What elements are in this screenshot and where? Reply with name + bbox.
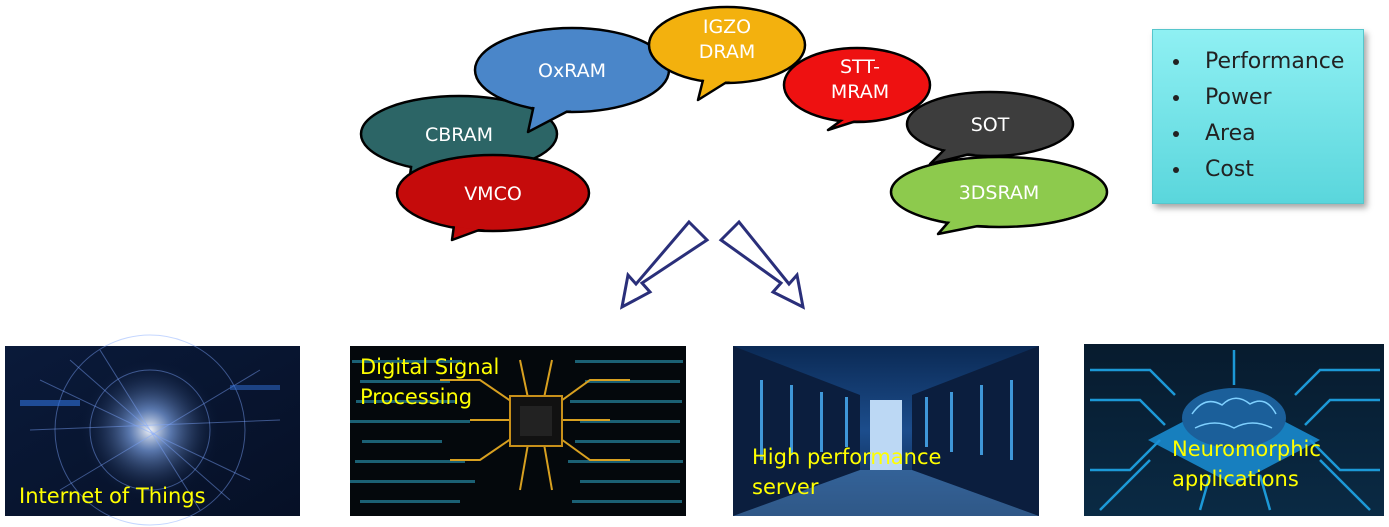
bubble-3dsram: 3DSRAM — [889, 155, 1109, 236]
criteria-label: Cost — [1205, 157, 1254, 182]
bubble-label-sttmram: STT- MRAM — [831, 56, 889, 103]
app-label-neuro: Neuromorphic applications — [1172, 437, 1321, 491]
text-line: server — [752, 475, 819, 499]
text-line: Internet of Things — [19, 484, 206, 508]
bubble-label-sot: SOT — [971, 114, 1010, 136]
text-line: Neuromorphic — [1172, 437, 1321, 461]
arrow-left — [619, 219, 710, 310]
criteria-item: Area — [1173, 116, 1363, 152]
criteria-label: Area — [1205, 121, 1256, 146]
bubble-label-oxram: OxRAM — [538, 60, 606, 82]
dsp-image — [350, 346, 686, 516]
text-line: High performance — [752, 445, 941, 469]
bullet-icon — [1173, 167, 1179, 173]
bubble-vmco: VMCO — [395, 153, 591, 242]
bubble-label-3dsram: 3DSRAM — [959, 182, 1040, 204]
bubble-label-vmco: VMCO — [464, 183, 522, 205]
text-line: DRAM — [699, 41, 755, 63]
bubble-igzo: IGZO DRAM — [647, 5, 807, 102]
iot-image — [5, 334, 300, 526]
neuro-image — [1084, 344, 1384, 516]
criteria-item: Cost — [1173, 152, 1363, 188]
bullet-icon — [1173, 59, 1179, 65]
criteria-box: Performance Power Area Cost — [1152, 29, 1364, 204]
bullet-icon — [1173, 95, 1179, 101]
criteria-label: Performance — [1205, 49, 1345, 74]
bubble-label-cbram: CBRAM — [425, 124, 493, 146]
criteria-label: Power — [1205, 85, 1272, 110]
bubble-sot: SOT — [905, 90, 1075, 166]
app-label-iot: Internet of Things — [19, 484, 206, 508]
text-line: 3DSRAM — [959, 182, 1040, 204]
text-line: STT- — [840, 56, 880, 78]
bullet-icon — [1173, 131, 1179, 137]
text-line: CBRAM — [425, 124, 493, 146]
text-line: SOT — [971, 114, 1010, 136]
text-line: Digital Signal — [360, 355, 499, 379]
text-line: applications — [1172, 467, 1299, 491]
app-label-hpc: High performance server — [752, 445, 941, 499]
arrow-right — [718, 219, 806, 310]
criteria-item: Power — [1173, 80, 1363, 116]
text-line: OxRAM — [538, 60, 606, 82]
criteria-list: Performance Power Area Cost — [1153, 30, 1363, 188]
text-line: VMCO — [464, 183, 522, 205]
text-line: IGZO — [703, 16, 751, 38]
hpc-image — [733, 346, 1039, 516]
bubble-oxram: OxRAM — [473, 26, 671, 134]
criteria-item: Performance — [1173, 44, 1363, 80]
bubble-sttmram: STT- MRAM — [782, 46, 932, 132]
text-line: Processing — [360, 385, 472, 409]
text-line: MRAM — [831, 81, 889, 103]
bubble-label-igzo: IGZO DRAM — [699, 16, 755, 63]
